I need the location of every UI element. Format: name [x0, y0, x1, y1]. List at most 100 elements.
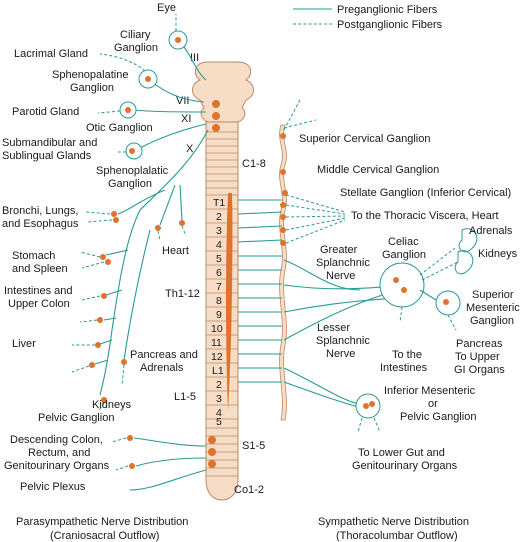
label-submandibular-1: Submandibular and — [2, 137, 97, 149]
label-kidneys: Kidneys — [92, 399, 132, 411]
segment-label: 10 — [211, 323, 223, 335]
label-superior-mesenteric-2: Mesenteric — [466, 302, 520, 314]
segment-label: 12 — [211, 351, 223, 363]
label-bronchi-1: Bronchi, Lungs, — [2, 205, 78, 217]
label-stomach-2: and Spleen — [12, 263, 68, 275]
label-adrenals: Adrenals — [469, 225, 513, 237]
segment-label: 5 — [216, 416, 222, 428]
segment-label: L1 — [212, 365, 224, 377]
label-lesser-splanchnic-2: Splanchnic — [316, 335, 370, 347]
sympathetic-chain — [279, 124, 288, 421]
segment-label: 8 — [216, 295, 222, 307]
segment-label: 3 — [216, 225, 222, 237]
label-middle-cervical: Middle Cervical Ganglion — [317, 164, 439, 176]
label-sphenopalatine-2: Ganglion — [70, 82, 114, 94]
label-thoracic-viscera: To the Thoracic Viscera, Heart — [351, 210, 499, 222]
label-stellate: Stellate Ganglion (Inferior Cervical) — [340, 187, 511, 199]
label-stomach-1: Stomach — [12, 250, 55, 262]
label-pancreas-gi-1: Pancreas — [456, 338, 503, 350]
segment-label: 2 — [216, 379, 222, 391]
label-inferior-mesenteric-2: or — [428, 398, 438, 410]
label-pancreas-gi-2: To Upper — [455, 351, 500, 363]
segment-label: 5 — [216, 253, 222, 265]
celiac-ganglion — [379, 262, 425, 308]
label-sphenopalatine-1: Sphenopalatine — [52, 69, 128, 81]
label-lesser-splanchnic-1: Lesser — [317, 322, 350, 334]
label-pancreas-1: Pancreas and — [130, 349, 198, 361]
caption-sympathetic-subtitle: (Thoracolumbar Outflow) — [336, 530, 458, 542]
label-liver: Liver — [12, 338, 36, 350]
spinal-cord — [192, 61, 254, 501]
label-descending-3: Genitourinary Organs — [4, 460, 110, 472]
segment-label: 3 — [216, 393, 222, 405]
cranial-nerve-xi-label: XI — [181, 113, 191, 125]
segment-label: 4 — [216, 407, 222, 419]
parasympathetic-labels: Eye Ciliary Ganglion Lacrimal Gland Sphe… — [2, 2, 198, 493]
label-inferior-mesenteric-1: Inferior Mesenteric — [384, 385, 476, 397]
cranial-nerve-iii-label: III — [190, 52, 199, 64]
cord-segment-lines — [206, 131, 238, 477]
label-greater-splanchnic-1: Greater — [320, 244, 358, 256]
segment-label: 7 — [216, 281, 222, 293]
caption-parasympathetic-subtitle: (Craniosacral Outflow) — [50, 530, 159, 542]
parasympathetic-pathways — [71, 14, 209, 491]
cord-label-co1-2: Co1-2 — [234, 484, 264, 496]
legend: Preganglionic Fibers Postganglionic Fibe… — [293, 4, 443, 31]
label-celiac-1: Celiac — [388, 236, 419, 248]
sympathetic-ganglia — [355, 247, 461, 433]
captions: Parasympathetic Nerve Distribution (Cran… — [16, 516, 469, 542]
brainstem — [192, 61, 254, 123]
cord-label-th1-12: Th1-12 — [165, 288, 200, 300]
label-greater-splanchnic-3: Nerve — [326, 270, 355, 282]
label-eye: Eye — [157, 2, 176, 14]
label-lower-gut-1: To Lower Gut and — [358, 447, 445, 459]
label-submandibular-2: Sublingual Glands — [2, 150, 92, 162]
kidneys-icon — [454, 228, 478, 275]
label-lesser-splanchnic-3: Nerve — [326, 348, 355, 360]
segment-label: 6 — [216, 267, 222, 279]
label-intestines-1: Intestines and — [4, 285, 73, 297]
label-parotid: Parotid Gland — [12, 106, 79, 118]
sympathetic-labels: Superior Cervical Ganglion Middle Cervic… — [299, 133, 520, 472]
label-kidneys-right: Kidneys — [478, 248, 518, 260]
label-descending-1: Descending Colon, — [10, 434, 103, 446]
cord-label-l1-5: L1-5 — [174, 391, 196, 403]
segment-labels: T1 2 3 4 5 6 7 8 9 10 11 12 L1 2 3 4 5 — [211, 197, 225, 428]
label-bronchi-2: and Esophagus — [2, 218, 79, 230]
label-heart: Heart — [162, 245, 189, 257]
label-ciliary-2: Ganglion — [114, 42, 158, 54]
label-celiac-2: Ganglion — [382, 249, 426, 261]
label-pelvic-plexus: Pelvic Plexus — [20, 481, 86, 493]
caption-sympathetic-title: Sympathetic Nerve Distribution — [318, 516, 469, 528]
segment-label: T1 — [213, 197, 225, 209]
label-pancreas-2: Adrenals — [140, 362, 184, 374]
segment-label: 9 — [216, 309, 222, 321]
label-descending-2: Rectum, and — [28, 447, 90, 459]
label-superior-mesenteric-1: Superior — [472, 289, 514, 301]
label-otic: Otic Ganglion — [86, 122, 153, 134]
label-intestines-2: Upper Colon — [8, 298, 70, 310]
segment-label: 4 — [216, 239, 222, 251]
label-ciliary-1: Ciliary — [120, 29, 151, 41]
label-sphenoplalatic-1: Sphenoplalatic — [96, 165, 169, 177]
label-to-intestines-1: To the — [392, 349, 422, 361]
label-inferior-mesenteric-3: Pelvic Ganglion — [400, 411, 476, 423]
cord-label-s1-5: S1-5 — [242, 440, 265, 452]
label-pelvic-ganglion: Pelvic Ganglion — [38, 412, 114, 424]
label-superior-cervical: Superior Cervical Ganglion — [299, 133, 430, 145]
label-to-intestines-2: Intestines — [380, 362, 428, 374]
cranial-nerve-x-label: X — [186, 143, 194, 155]
label-sphenoplalatic-2: Ganglion — [108, 178, 152, 190]
caption-parasympathetic-title: Parasympathetic Nerve Distribution — [16, 516, 188, 528]
label-pancreas-gi-3: GI Organs — [454, 364, 505, 376]
segment-label: 11 — [211, 337, 222, 349]
label-lacrimal: Lacrimal Gland — [14, 48, 88, 60]
segment-label: 2 — [216, 211, 222, 223]
label-greater-splanchnic-2: Splanchnic — [316, 257, 370, 269]
legend-postganglionic-label: Postganglionic Fibers — [337, 19, 443, 31]
label-superior-mesenteric-3: Ganglion — [470, 315, 514, 327]
nuclei-dots — [208, 100, 220, 468]
cranial-nerve-vii-label: VII — [176, 95, 189, 107]
